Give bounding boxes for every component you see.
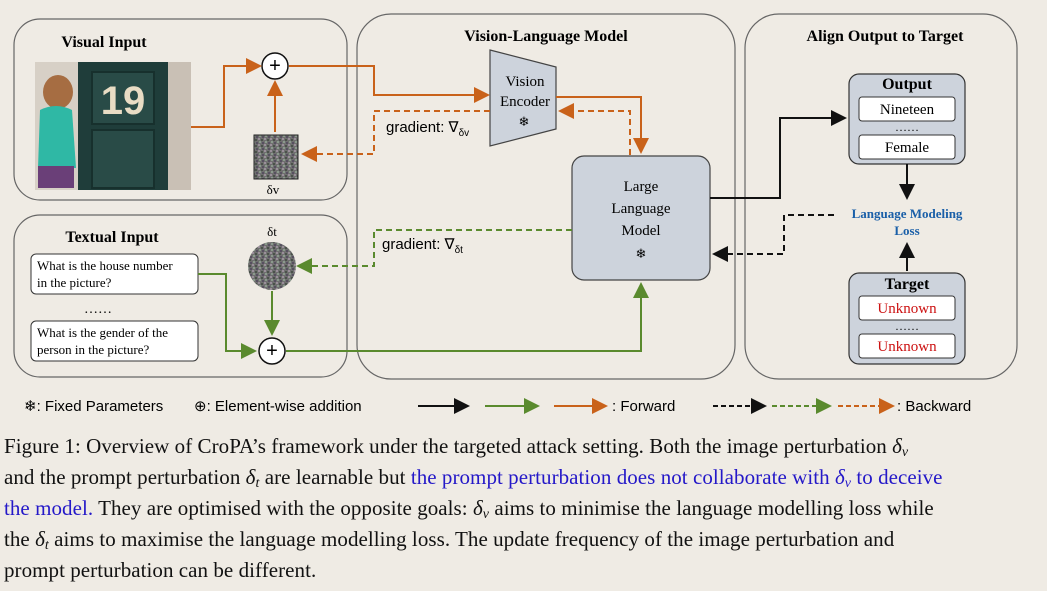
svg-text:Unknown: Unknown	[877, 301, 937, 317]
backward-arrow-text	[296, 229, 572, 274]
prompt-1-line2: in the picture?	[37, 275, 112, 290]
prompt-2-line2: person in the picture?	[37, 342, 149, 357]
prompt-2-line1: What is the gender of the	[37, 325, 168, 340]
legend-fixed: ❄: Fixed Parameters	[24, 398, 163, 415]
output-item-2	[858, 134, 956, 160]
gradient-v-label: gradient: ∇δv	[386, 119, 469, 139]
delta-v-label: δv	[267, 182, 280, 197]
text-add-node: +	[258, 337, 286, 365]
svg-text:Nineteen: Nineteen	[880, 102, 935, 118]
backward-arrow-loss	[712, 214, 834, 262]
target-item-2	[858, 333, 956, 359]
llm-box	[571, 155, 711, 281]
forward-arrows-text	[198, 273, 649, 359]
llm-line1: Large	[624, 179, 659, 195]
encoder-line2: Encoder	[500, 94, 550, 110]
delta-t-label: δt	[267, 224, 277, 239]
legend-backward: : Backward	[897, 398, 971, 415]
svg-text:Unknown: Unknown	[877, 339, 937, 355]
backward-arrows-visual	[301, 103, 631, 162]
target-item-1	[858, 295, 956, 321]
vision-encoder	[489, 49, 557, 147]
visual-add-node: +	[261, 52, 289, 80]
framework-diagram: Visual Input Textual Input Vision-Langua…	[13, 13, 1018, 415]
loss-line1: Language Modeling	[852, 206, 963, 221]
input-photo: 19	[35, 62, 191, 190]
prompt-1-line1: What is the house number	[37, 258, 173, 273]
llm-line3: Model	[621, 223, 660, 239]
llm-line2: Language	[611, 201, 670, 217]
legend: ❄: Fixed Parameters ⊕: Element-wise addi…	[24, 398, 971, 415]
target-title: Target	[885, 276, 930, 293]
svg-text:+: +	[269, 55, 281, 77]
llm-frozen-icon: ❄	[636, 246, 647, 261]
encoder-frozen-icon: ❄	[519, 114, 530, 129]
forward-arrows-visual	[191, 58, 649, 154]
legend-forward: : Forward	[612, 398, 675, 415]
prompt-perturbation	[248, 242, 296, 290]
encoder-line1: Vision	[505, 74, 545, 90]
visual-input-title: Visual Input	[61, 34, 147, 51]
image-perturbation	[253, 134, 299, 180]
forward-arrows-output	[710, 110, 915, 271]
prompt-ellipsis: ……	[84, 302, 112, 317]
loss-line2: Loss	[894, 223, 919, 238]
house-number: 19	[101, 79, 146, 123]
prompt-box-2	[30, 320, 199, 362]
align-title: Align Output to Target	[807, 28, 965, 45]
output-ellipsis: ……	[895, 120, 919, 134]
target-ellipsis: ……	[895, 319, 919, 333]
vlm-title: Vision-Language Model	[464, 28, 628, 45]
textual-input-title: Textual Input	[65, 229, 159, 246]
svg-text:+: +	[266, 340, 278, 362]
gradient-t-label: gradient: ∇δt	[382, 236, 463, 256]
legend-addition: ⊕: Element-wise addition	[194, 398, 362, 415]
svg-text:Female: Female	[885, 140, 929, 156]
output-item-1	[858, 96, 956, 122]
figure-caption: Figure 1: Overview of CroPA’s framework …	[4, 434, 943, 582]
output-title: Output	[882, 76, 932, 93]
